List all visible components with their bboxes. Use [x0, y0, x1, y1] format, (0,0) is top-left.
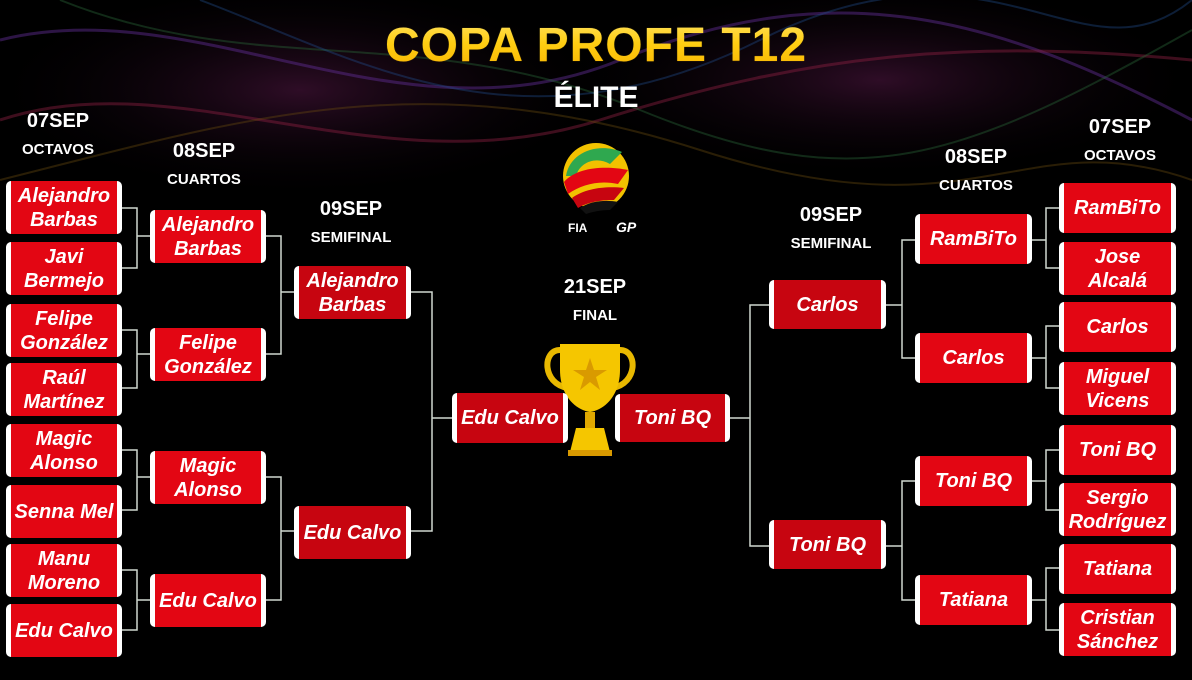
right-octavos-slot-5[interactable]: Toni BQ	[1059, 425, 1176, 475]
right-octavos-slot-4[interactable]: Miguel Vicens	[1059, 362, 1176, 415]
left-finalist[interactable]: Edu Calvo	[452, 393, 568, 443]
left-cuartos-slot-2[interactable]: Felipe González	[150, 328, 266, 381]
left-octavos-slot-8[interactable]: Edu Calvo	[6, 604, 122, 657]
left-cuartos-slot-3[interactable]: Magic Alonso	[150, 451, 266, 504]
right-finalist[interactable]: Toni BQ	[615, 394, 730, 442]
left-cuartos-slot-1[interactable]: Alejandro Barbas	[150, 210, 266, 263]
right-cuartos-slot-2[interactable]: Carlos	[915, 333, 1032, 383]
right-octavos-slot-3[interactable]: Carlos	[1059, 302, 1176, 352]
left-octavos-slot-5[interactable]: Magic Alonso	[6, 424, 122, 477]
right-semifinal-slot-1[interactable]: Carlos	[769, 280, 886, 329]
right-octavos-slot-7[interactable]: Tatiana	[1059, 544, 1176, 594]
trophy-icon	[544, 344, 636, 456]
tournament-subtitle: ÉLITE	[553, 81, 639, 114]
left-octavos-slot-7[interactable]: Manu Moreno	[6, 544, 122, 597]
right-octavos-slot-1[interactable]: RamBiTo	[1059, 183, 1176, 233]
left-octavos-slot-4[interactable]: Raúl Martínez	[6, 363, 122, 416]
right-cuartos-slot-1[interactable]: RamBiTo	[915, 214, 1032, 264]
left-octavos-slot-2[interactable]: Javi Bermejo	[6, 242, 122, 295]
right-cuartos-slot-4[interactable]: Tatiana	[915, 575, 1032, 625]
left-semifinal-slot-1[interactable]: Alejandro Barbas	[294, 266, 411, 319]
left-octavos-slot-6[interactable]: Senna Mel	[6, 485, 122, 538]
tournament-title: COPA PROFE T12	[296, 18, 896, 74]
right-octavos-slot-8[interactable]: Cristian Sánchez	[1059, 603, 1176, 656]
right-semifinal-slot-2[interactable]: Toni BQ	[769, 520, 886, 569]
gp-logo-text: GP	[616, 219, 637, 235]
right-octavos-slot-6[interactable]: Sergio Rodríguez	[1059, 483, 1176, 536]
right-octavos-slot-2[interactable]: Jose Alcalá	[1059, 242, 1176, 295]
left-octavos-slot-1[interactable]: Alejandro Barbas	[6, 181, 122, 234]
left-cuartos-slot-4[interactable]: Edu Calvo	[150, 574, 266, 627]
fia-logo-text: FIA	[568, 221, 588, 235]
right-cuartos-slot-3[interactable]: Toni BQ	[915, 456, 1032, 506]
left-octavos-slot-3[interactable]: Felipe González	[6, 304, 122, 357]
championship-logo: FIA GP	[548, 136, 646, 240]
left-semifinal-slot-2[interactable]: Edu Calvo	[294, 506, 411, 559]
